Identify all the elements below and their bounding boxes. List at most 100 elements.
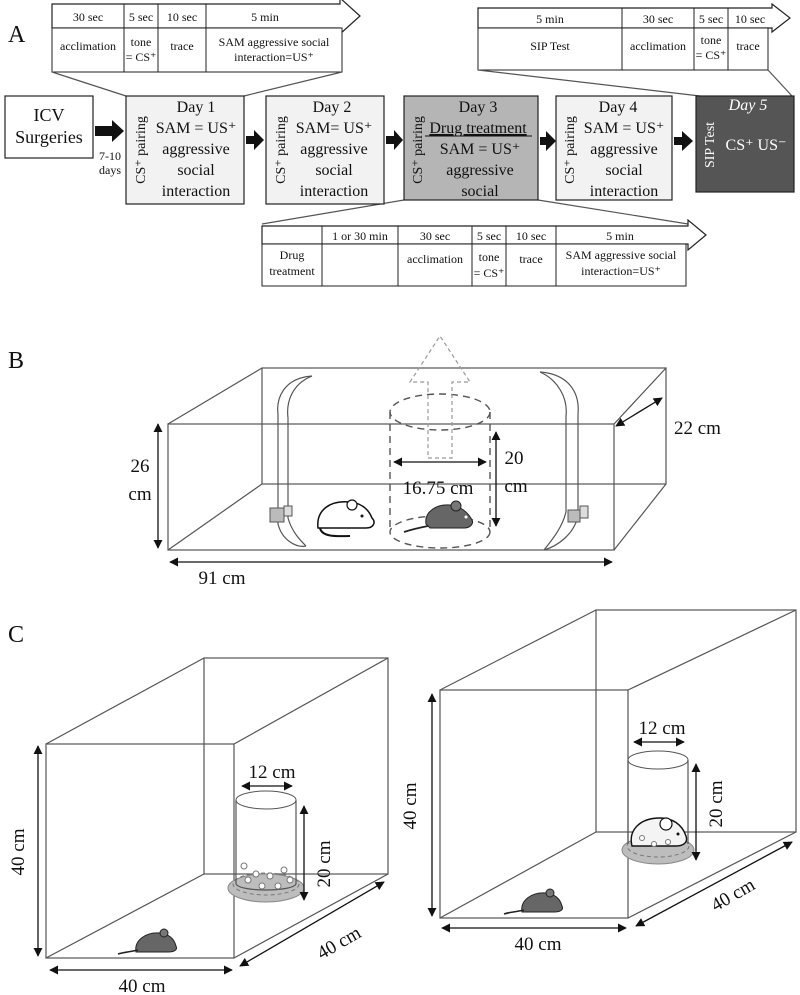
gap-line-2: days [99, 163, 121, 177]
timeline-top-right: 5 min 30 sec 5 sec 10 sec SIP Test accli… [477, 2, 791, 71]
tl-dur-3: 10 sec [167, 10, 197, 24]
panel-b-label: B [8, 348, 24, 374]
day-3-title: Day 3 [459, 99, 498, 116]
tl-dur-4: 5 min [251, 10, 279, 24]
b-cyl-height-2: cm [504, 476, 527, 497]
b-height-label-1: 26 [131, 456, 150, 477]
arrow-day4-day5 [674, 131, 693, 151]
day-4-line-3: social [605, 162, 643, 179]
day-1-line-1: SAM = US⁺ [156, 120, 237, 137]
day-1-side: CS⁺ pairing [134, 116, 149, 184]
tl-dur-1: 30 sec [73, 10, 103, 24]
day-3-line-3: social [461, 183, 499, 200]
connector [537, 199, 689, 225]
day-5-side: SIP Test [703, 122, 718, 168]
day-3-subtitle: Drug treatment [429, 120, 527, 137]
connector [477, 69, 701, 97]
day-2-line-2: aggressive [300, 141, 368, 158]
b-length: 91 cm [199, 568, 246, 589]
icv-line-2: Surgeries [15, 127, 83, 147]
day-3-line-2: aggressive [446, 162, 514, 179]
b-height-label-2: cm [128, 484, 151, 505]
timeline-top-left: 30 sec 5 sec 10 sec 5 min acclimation to… [51, 0, 361, 73]
day-2-side: CS⁺ pairing [274, 116, 289, 184]
white-mouse-icon [317, 499, 375, 538]
tr-dur-2: 30 sec [643, 12, 673, 26]
cr-cyl-width: 12 cm [639, 718, 686, 739]
day-4-side: CS⁺ pairing [563, 116, 578, 184]
tb-dur-3: 30 sec [420, 229, 450, 243]
tr-dur-1: 5 min [536, 12, 564, 26]
tr-phase-3a: tone [701, 33, 722, 47]
timeline-bottom: 1 or 30 min 30 sec 5 sec 10 sec 5 min Dr… [261, 218, 707, 287]
panel-c-label: C [8, 622, 24, 648]
tb-dur-2: 1 or 30 min [332, 229, 388, 243]
tb-phase-3: acclimation [407, 252, 463, 266]
connector [767, 69, 793, 97]
tl-phase-2a: tone [131, 35, 152, 49]
day-1-line-3: social [177, 162, 215, 179]
tl-dur-2: 5 sec [129, 10, 153, 24]
icv-line-1: ICV [34, 105, 65, 125]
tl-phase-4a: SAM aggressive social [219, 35, 330, 49]
tb-phase-4b: = CS⁺ [474, 266, 505, 280]
arrow-icv-day1 [95, 120, 124, 142]
day-5-title: Day 5 [728, 97, 768, 114]
b-cyl-height-1: 20 [505, 448, 524, 469]
grey-mouse-icon [403, 500, 473, 533]
tr-dur-4: 10 sec [735, 12, 765, 26]
tb-dur-4: 5 sec [477, 229, 501, 243]
tb-phase-5: trace [519, 252, 542, 266]
grey-mouse-icon [503, 888, 563, 915]
tr-phase-4: trace [736, 39, 759, 53]
tl-phase-3: trace [170, 39, 193, 53]
arena-c-left [33, 657, 389, 975]
day-3-side: CS⁺ pairing [411, 116, 426, 184]
day-1-box: CS⁺ pairing Day 1 SAM = US⁺ aggressive s… [125, 95, 245, 205]
tb-phase-1a: Drug [280, 248, 305, 262]
day-2-title: Day 2 [313, 99, 352, 116]
b-depth-label: 22 cm [674, 418, 721, 439]
cl-cyl-width: 12 cm [249, 762, 296, 783]
day-1-title: Day 1 [177, 99, 216, 116]
day-4-line-4: interaction [590, 183, 658, 200]
tl-phase-1: acclimation [60, 39, 116, 53]
day-4-line-1: SAM = US⁺ [584, 120, 665, 137]
tb-dur-6: 5 min [606, 229, 634, 243]
connector [243, 71, 343, 97]
connector [51, 71, 127, 97]
cl-height: 40 cm [8, 828, 29, 875]
tl-phase-4b: interaction=US⁺ [234, 50, 314, 64]
tr-dur-3: 5 sec [699, 12, 723, 26]
day-1-line-4: interaction [162, 183, 230, 200]
b-cyl-width: 16.75 cm [403, 478, 474, 499]
day-3-line-1: SAM = US⁺ [440, 141, 521, 158]
day-1-line-2: aggressive [162, 141, 230, 158]
tb-dur-5: 10 sec [516, 229, 546, 243]
cr-cyl-height: 20 cm [706, 780, 727, 827]
cr-width: 40 cm [515, 934, 562, 955]
white-mouse-icon [630, 817, 688, 847]
icv-box: ICV Surgeries [4, 95, 94, 159]
tr-phase-2: acclimation [630, 39, 686, 53]
arrow-day3-day4 [540, 131, 556, 151]
day-2-box: CS⁺ pairing Day 2 SAM= US⁺ aggressive so… [265, 95, 385, 205]
cr-depth: 40 cm [708, 874, 759, 916]
day-2-line-1: SAM= US⁺ [296, 120, 373, 137]
cl-width: 40 cm [119, 976, 166, 995]
cl-depth: 40 cm [314, 922, 365, 964]
tr-phase-3b: = CS⁺ [696, 48, 727, 62]
tb-phase-4a: tone [479, 250, 500, 264]
day-2-line-3: social [315, 162, 353, 179]
panel-a-label: A [8, 22, 26, 48]
day-5-box: SIP Test Day 5 CS⁺ US⁻ [695, 95, 795, 193]
gap-line-1: 7-10 [99, 149, 121, 163]
cl-cyl-height: 20 cm [314, 840, 335, 887]
arena-b [153, 334, 667, 567]
arrow-day1-day2 [246, 130, 264, 150]
day-4-box: CS⁺ pairing Day 4 SAM = US⁺ aggressive s… [555, 95, 673, 201]
day-4-title: Day 4 [599, 99, 638, 116]
arena-c-right [427, 609, 797, 933]
tr-phase-1: SIP Test [530, 39, 570, 53]
